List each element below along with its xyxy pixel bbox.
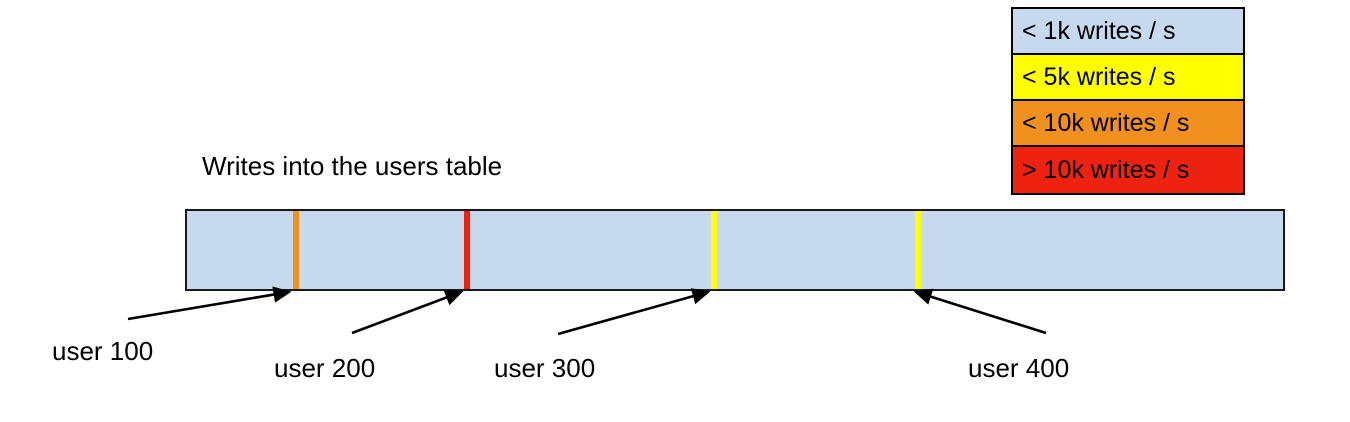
legend-item-label: < 1k writes / s [1022,16,1176,45]
legend-item-lt-5k: < 5k writes / s [1013,55,1243,101]
callout-label-user-100: user 100 [52,336,154,366]
callout-label-user-400: user 400 [968,353,1070,383]
legend-item-label: < 5k writes / s [1022,62,1176,91]
callout-label-user-300: user 300 [494,353,596,383]
legend: < 1k writes / s < 5k writes / s < 10k wr… [1011,7,1245,195]
divider-user-400 [915,211,921,289]
divider-user-100 [293,211,299,289]
legend-item-lt-1k: < 1k writes / s [1013,9,1243,55]
divider-user-300 [711,211,717,289]
legend-item-label: < 10k writes / s [1022,108,1190,137]
chart-title: Writes into the users table [202,151,503,181]
users-table-bar [185,209,1285,291]
callout-arrow [557,288,711,336]
callout-arrow [127,286,292,321]
legend-item-gt-10k: > 10k writes / s [1013,147,1243,193]
callout-arrow [351,289,464,335]
callout-label-user-200: user 200 [274,353,376,383]
callout-arrow [913,288,1047,335]
legend-item-label: > 10k writes / s [1022,155,1190,184]
divider-user-200 [464,211,470,289]
legend-item-lt-10k: < 10k writes / s [1013,101,1243,147]
